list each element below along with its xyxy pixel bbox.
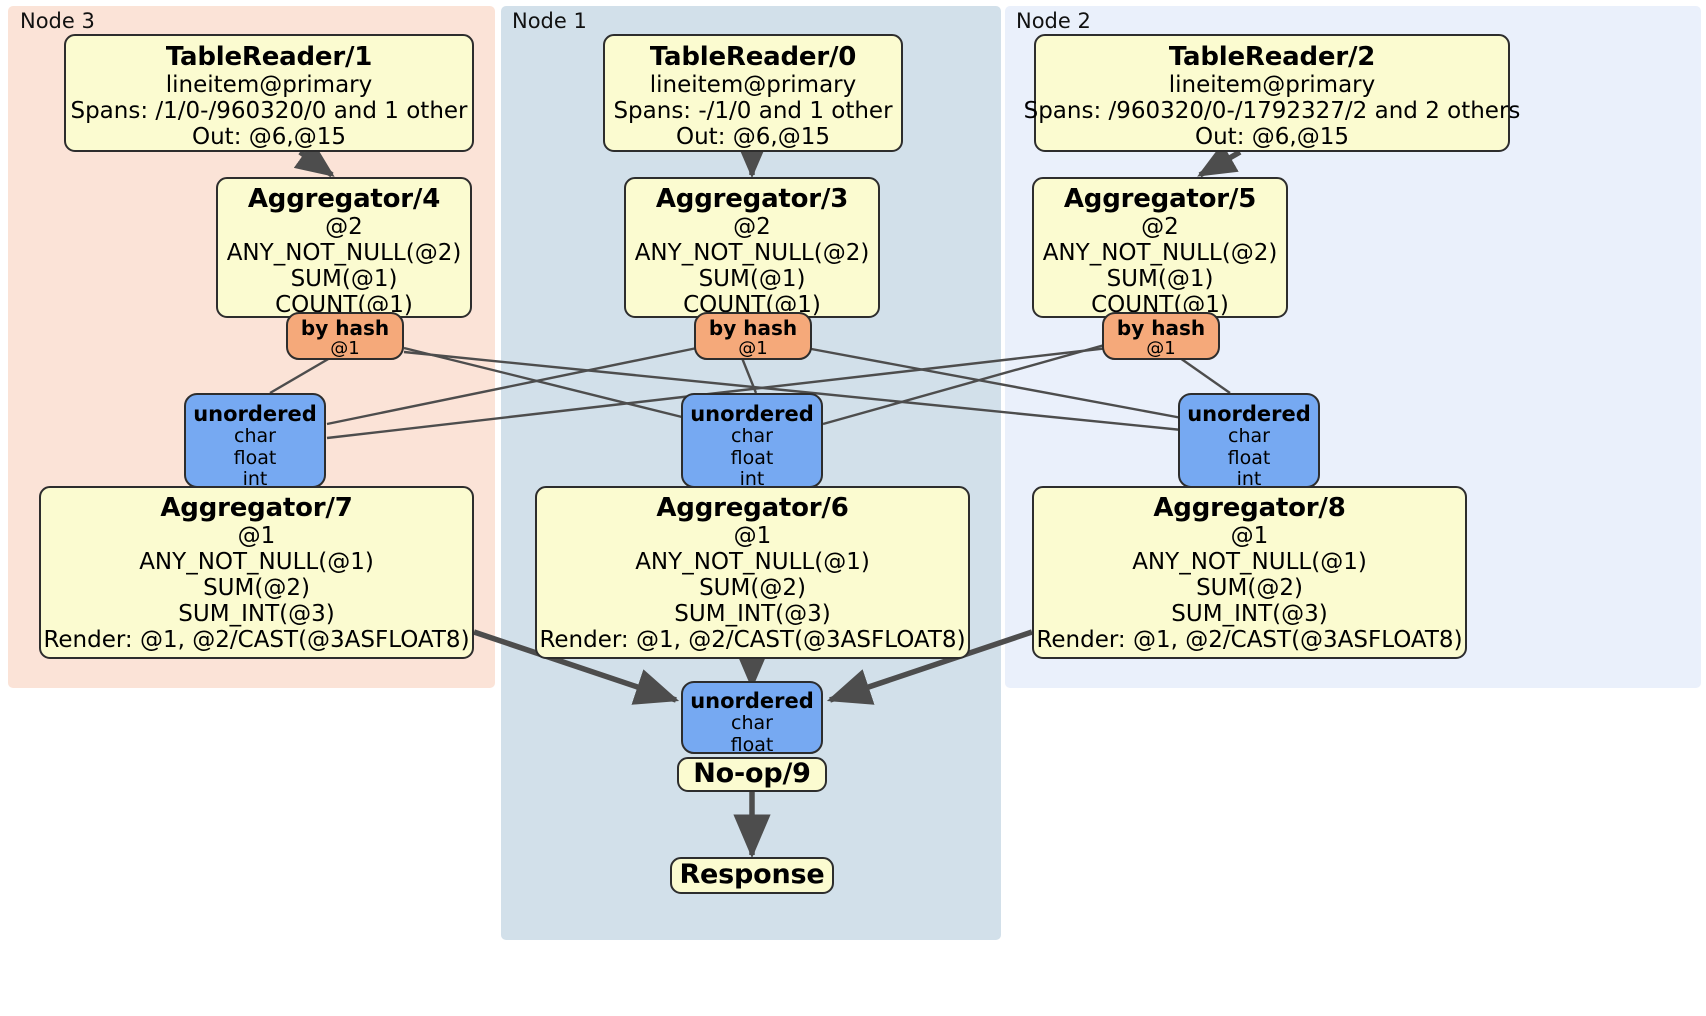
input-sync-unordered-left[interactable]: unordered char float int bbox=[184, 393, 326, 491]
sync-detail: char bbox=[1228, 425, 1270, 448]
router-title: by hash bbox=[300, 316, 390, 340]
input-sync-unordered-right[interactable]: unordered char float int bbox=[1178, 393, 1320, 491]
processor-detail: Out: @6,@15 bbox=[192, 123, 346, 150]
sync-detail: float bbox=[730, 446, 774, 469]
processor-detail: Spans: /1/0-/960320/0 and 1 other bbox=[70, 97, 468, 124]
sync-title: unordered bbox=[193, 402, 317, 426]
processor-detail: @2 bbox=[325, 213, 363, 240]
sync-title: unordered bbox=[690, 402, 814, 426]
processor-tablereader-1[interactable]: TableReader/1 lineitem@primary Spans: /1… bbox=[64, 34, 474, 152]
processor-detail: SUM(@2) bbox=[203, 574, 310, 601]
processor-detail: SUM(@2) bbox=[1196, 574, 1303, 601]
processor-detail: @1 bbox=[237, 522, 276, 549]
node-label-node1: Node 1 bbox=[512, 9, 587, 33]
processor-detail: SUM(@2) bbox=[699, 574, 806, 601]
sync-detail: float bbox=[730, 733, 774, 756]
processor-tablereader-0[interactable]: TableReader/0 lineitem@primary Spans: -/… bbox=[603, 34, 903, 152]
processor-detail: ANY_NOT_NULL(@1) bbox=[139, 548, 374, 575]
processor-title: TableReader/2 bbox=[1168, 42, 1376, 72]
sync-detail: char bbox=[731, 425, 773, 448]
output-router-by-hash-center[interactable]: by hash @1 bbox=[694, 312, 812, 360]
processor-detail: @1 bbox=[1230, 522, 1269, 549]
node-label-node3: Node 3 bbox=[20, 9, 95, 33]
router-title: by hash bbox=[708, 316, 798, 340]
processor-detail: SUM(@1) bbox=[290, 265, 398, 292]
processor-detail: Render: @1, @2/CAST(@3ASFLOAT8) bbox=[1036, 626, 1463, 653]
node-label-node2: Node 2 bbox=[1016, 9, 1091, 33]
processor-detail: ANY_NOT_NULL(@1) bbox=[1132, 548, 1367, 575]
processor-aggregator-4[interactable]: Aggregator/4 @2 ANY_NOT_NULL(@2) SUM(@1)… bbox=[216, 177, 472, 318]
processor-detail: @1 bbox=[733, 522, 772, 549]
processor-title: Aggregator/4 bbox=[247, 184, 441, 214]
processor-detail: SUM(@1) bbox=[698, 265, 806, 292]
processor-detail: ANY_NOT_NULL(@2) bbox=[634, 239, 870, 266]
processor-noop-9[interactable]: No-op/9 bbox=[677, 757, 827, 792]
processor-title: Aggregator/6 bbox=[656, 493, 849, 523]
sync-detail: int bbox=[1236, 468, 1262, 491]
sync-detail: int bbox=[739, 468, 765, 491]
processor-title: No-op/9 bbox=[693, 758, 811, 790]
processor-detail: Spans: -/1/0 and 1 other bbox=[613, 97, 893, 124]
processor-title: Response bbox=[679, 859, 825, 891]
router-detail: @1 bbox=[738, 338, 768, 359]
output-router-by-hash-right[interactable]: by hash @1 bbox=[1102, 312, 1220, 360]
processor-aggregator-5[interactable]: Aggregator/5 @2 ANY_NOT_NULL(@2) SUM(@1)… bbox=[1032, 177, 1288, 318]
sync-detail: char bbox=[731, 712, 773, 735]
processor-detail: Out: @6,@15 bbox=[676, 123, 830, 150]
sync-title: unordered bbox=[1187, 402, 1311, 426]
router-detail: @1 bbox=[1146, 338, 1176, 359]
processor-detail: ANY_NOT_NULL(@1) bbox=[635, 548, 870, 575]
processor-detail: lineitem@primary bbox=[165, 71, 373, 98]
router-title: by hash bbox=[1116, 316, 1206, 340]
processor-title: Aggregator/7 bbox=[160, 493, 353, 523]
processor-detail: @2 bbox=[733, 213, 771, 240]
processor-aggregator-7[interactable]: Aggregator/7 @1 ANY_NOT_NULL(@1) SUM(@2)… bbox=[39, 486, 474, 659]
input-sync-unordered-final[interactable]: unordered char float bbox=[681, 681, 823, 756]
processor-detail: lineitem@primary bbox=[649, 71, 857, 98]
processor-response[interactable]: Response bbox=[670, 857, 834, 894]
processor-detail: ANY_NOT_NULL(@2) bbox=[1042, 239, 1278, 266]
sync-title: unordered bbox=[690, 689, 814, 713]
processor-aggregator-8[interactable]: Aggregator/8 @1 ANY_NOT_NULL(@1) SUM(@2)… bbox=[1032, 486, 1467, 659]
processor-detail: SUM_INT(@3) bbox=[674, 600, 831, 627]
processor-detail: Render: @1, @2/CAST(@3ASFLOAT8) bbox=[43, 626, 470, 653]
processor-aggregator-6[interactable]: Aggregator/6 @1 ANY_NOT_NULL(@1) SUM(@2)… bbox=[535, 486, 970, 659]
processor-title: TableReader/1 bbox=[165, 42, 373, 72]
processor-aggregator-3[interactable]: Aggregator/3 @2 ANY_NOT_NULL(@2) SUM(@1)… bbox=[624, 177, 880, 318]
sync-detail: int bbox=[242, 468, 268, 491]
router-detail: @1 bbox=[330, 338, 360, 359]
processor-title: TableReader/0 bbox=[649, 42, 857, 72]
processor-detail: SUM_INT(@3) bbox=[178, 600, 335, 627]
sync-detail: float bbox=[233, 446, 277, 469]
sync-detail: float bbox=[1227, 446, 1271, 469]
processor-detail: lineitem@primary bbox=[1168, 71, 1376, 98]
processor-detail: Out: @6,@15 bbox=[1195, 123, 1349, 150]
processor-detail: SUM_INT(@3) bbox=[1171, 600, 1328, 627]
processor-detail: SUM(@1) bbox=[1106, 265, 1214, 292]
processor-tablereader-2[interactable]: TableReader/2 lineitem@primary Spans: /9… bbox=[1024, 34, 1520, 152]
processor-title: Aggregator/5 bbox=[1063, 184, 1257, 214]
processor-title: Aggregator/8 bbox=[1153, 493, 1346, 523]
processor-title: Aggregator/3 bbox=[655, 184, 849, 214]
output-router-by-hash-left[interactable]: by hash @1 bbox=[286, 312, 404, 360]
processor-detail: @2 bbox=[1141, 213, 1179, 240]
processor-detail: Render: @1, @2/CAST(@3ASFLOAT8) bbox=[539, 626, 966, 653]
processor-detail: Spans: /960320/0-/1792327/2 and 2 others bbox=[1023, 97, 1521, 124]
processor-detail: ANY_NOT_NULL(@2) bbox=[226, 239, 462, 266]
sync-detail: char bbox=[234, 425, 276, 448]
input-sync-unordered-center[interactable]: unordered char float int bbox=[681, 393, 823, 491]
